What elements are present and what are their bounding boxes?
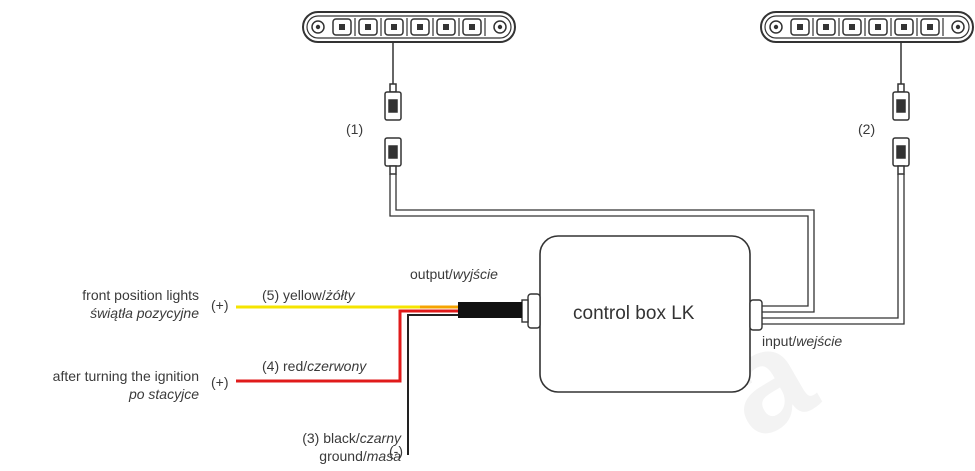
left-lamp-connector [384,42,402,175]
front-lights-label-pl: świątła pozycyjne [90,305,199,321]
yellow-wire-label: (5) yellow/żółty [262,287,355,303]
red-wire [236,309,458,383]
front-lights-sign: (+) [211,297,229,313]
right-lamp-label: (2) [858,121,876,137]
control-box-title: control box LK [573,303,695,324]
input-port [749,299,763,331]
front-lights-label: front position lights [82,287,199,303]
left-drl-lamp-icon [302,11,516,43]
ground-sign: (-) [389,443,403,459]
input-label: input/wejście [762,333,843,349]
output-label: output/wyjście [410,266,498,282]
ignition-label-pl: po stacyjce [128,386,199,402]
red-wire-label: (4) red/czerwony [262,358,367,374]
ignition-sign: (+) [211,374,229,390]
ignition-label: after turning the ignition [52,368,199,384]
cable-right-lamp-to-input [762,174,905,325]
cable-left-lamp-to-input [389,174,815,313]
right-lamp-connector [892,42,910,175]
right-drl-lamp-icon [760,11,974,43]
black-wire [407,314,458,455]
ground-label: ground/masa [319,448,401,464]
left-lamp-label: (1) [346,121,364,137]
output-cable-sheath [458,302,522,318]
black-wire-label: (3) black/czarny [302,430,401,446]
output-port [521,293,541,329]
